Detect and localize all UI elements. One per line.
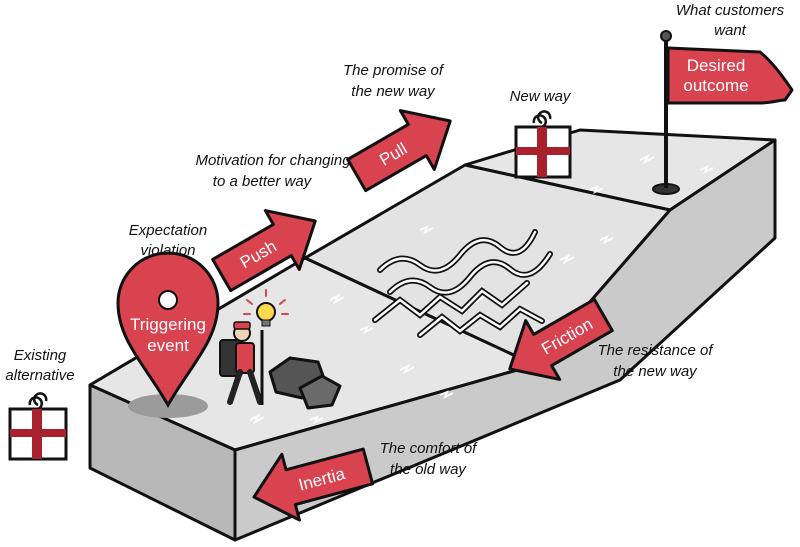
gift-box-icon [514,110,572,179]
caption-existing-alternative-1: Existing [14,347,67,364]
caption-resistance-1: The resistance of [597,342,714,359]
caption-new-way: New way [510,88,572,105]
caption-resistance-2: the new way [613,363,698,380]
lightbulb-icon [243,289,289,327]
pin-label-line1: Triggering [130,315,206,334]
pin-label-line2: event [147,336,189,355]
caption-comfort-1: The comfort of [380,440,479,457]
inertia-arrow: Inertia [252,447,375,522]
gift-box-icon [8,392,68,461]
caption-promise-1: The promise of [343,62,445,79]
hiker-icon [219,321,264,405]
pull-arrow: Pull [346,109,452,193]
push-arrow: Push [211,209,317,293]
caption-existing-alternative-2: alternative [5,367,74,384]
caption-customers-want-2: want [714,22,747,39]
caption-expectation-violation-2: violation [140,242,195,259]
flag-label-line1: Desired [687,56,746,75]
caption-motivation-1: Motivation for changing [195,152,351,169]
location-pin-icon: Triggering event [116,251,220,418]
friction-arrow: Friction [508,297,614,381]
flag-icon: Desired outcome [652,30,794,195]
caption-motivation-2: to a better way [213,173,313,190]
caption-comfort-2: the old way [390,461,467,478]
caption-expectation-violation-1: Expectation [129,222,207,239]
caption-promise-2: the new way [351,83,436,100]
rock-icon [268,356,342,410]
flag-label-line2: outcome [683,76,748,95]
caption-customers-want-1: What customers [676,2,785,19]
